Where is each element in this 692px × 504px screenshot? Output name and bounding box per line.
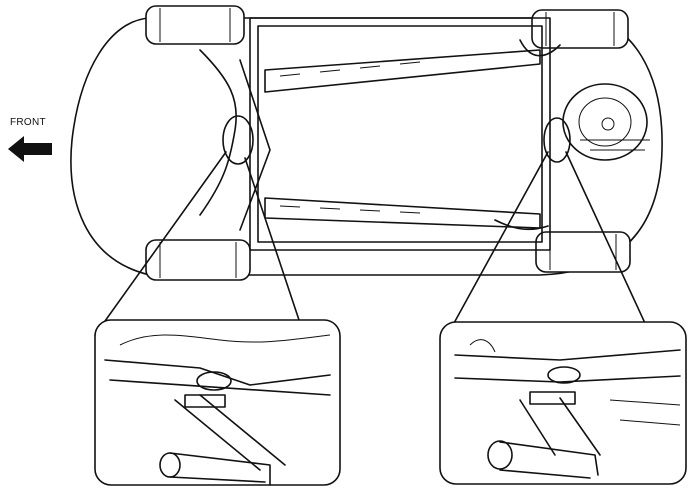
rear-jack-point-marker — [543, 117, 571, 163]
front-leader-lines — [94, 151, 305, 336]
front-label: FRONT — [10, 117, 46, 128]
front-arrow-icon — [8, 136, 52, 162]
front-jack-point-marker — [222, 115, 254, 165]
spare-tire — [562, 83, 650, 161]
rear-leader-lines — [447, 151, 651, 335]
rear-inset-jack-point — [547, 366, 581, 384]
rear-left-wheel — [531, 9, 629, 49]
rear-right-wheel — [535, 231, 631, 273]
vehicle-body-outline — [70, 17, 663, 276]
rear-jack-detail-inset — [439, 321, 687, 485]
front-right-wheel — [145, 239, 251, 281]
front-jack-detail-inset — [94, 319, 341, 486]
frame-rails — [199, 17, 561, 251]
front-left-wheel — [145, 5, 245, 45]
front-inset-jack-point — [196, 371, 232, 391]
